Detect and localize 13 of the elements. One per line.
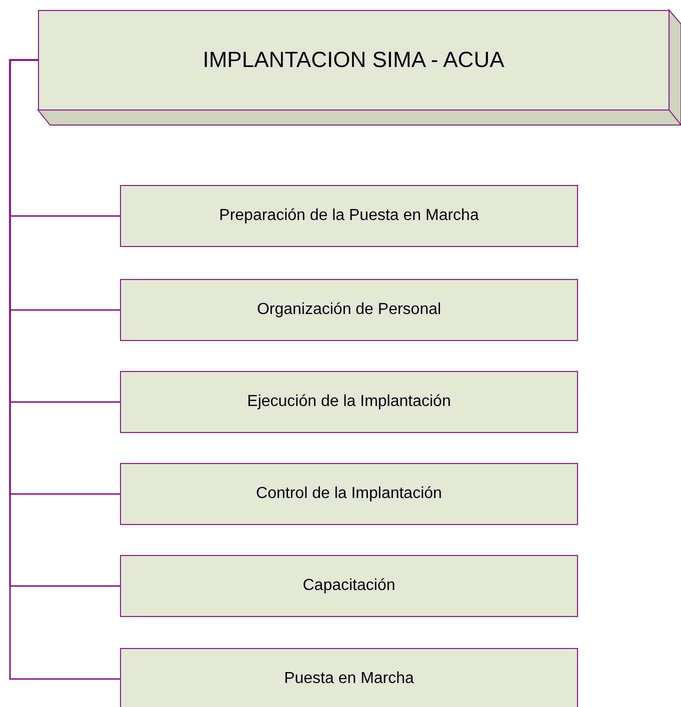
process-box [120, 463, 578, 525]
process-box [120, 279, 578, 341]
box-label: Preparación de la Puesta en Marcha [219, 207, 479, 225]
box-label: Organización de Personal [256, 301, 442, 319]
box-label: Capacitación [302, 577, 396, 595]
title-text: IMPLANTACION SIMA - ACUA [202, 47, 504, 73]
process-box [120, 371, 578, 433]
process-box [120, 648, 578, 707]
box-label: Ejecución de la Implantación [247, 393, 451, 411]
box-label: Puesta en Marcha [284, 670, 414, 688]
process-box [120, 555, 578, 617]
box-label: Control de la Implantación [256, 485, 442, 503]
process-box [120, 185, 578, 247]
